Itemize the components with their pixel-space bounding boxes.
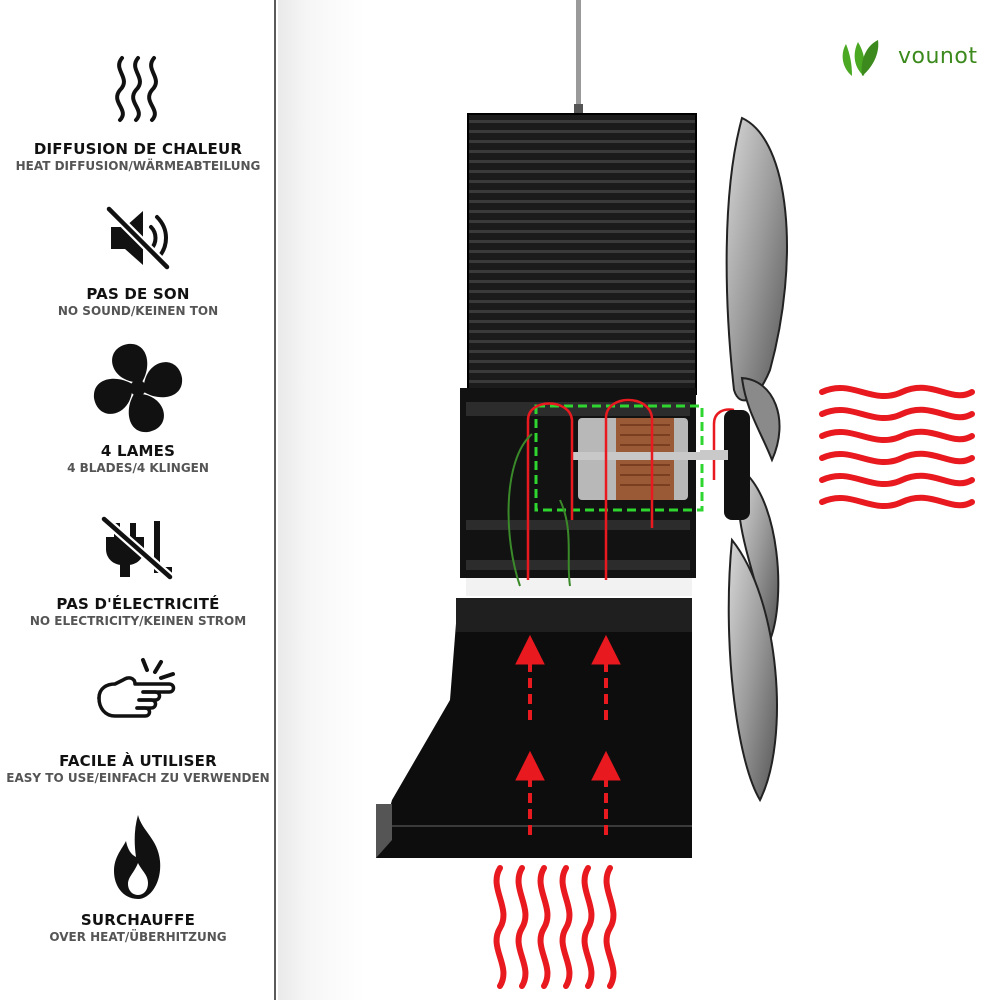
outflow-heat-waves <box>819 384 975 509</box>
flame-icon <box>114 815 161 899</box>
feature-no-electricity: PAS D'ÉLECTRICITÉ NO ELECTRICITY/KEINEN … <box>0 515 276 629</box>
no-plug-icon <box>101 515 173 581</box>
heat-up-arrows <box>515 634 621 835</box>
brand-name: vounot <box>898 44 978 69</box>
feature-title: PAS DE SON <box>86 285 190 303</box>
feature-subtitle: 4 BLADES/4 KLINGEN <box>67 461 209 475</box>
stove-heat-waves <box>493 865 617 989</box>
feature-subtitle: OVER HEAT/ÜBERHITZUNG <box>49 930 227 944</box>
stove-fan-illustration <box>376 0 975 989</box>
fan-blades-icon <box>93 343 183 433</box>
pointing-hand-icon <box>97 658 176 718</box>
feature-four-blades: 4 LAMES 4 BLADES/4 KLINGEN <box>0 340 276 476</box>
heat-sink-top <box>467 113 697 395</box>
feature-subtitle: NO SOUND/KEINEN TON <box>57 304 219 318</box>
internal-heat-flow <box>526 398 735 580</box>
thermometer-rod <box>574 0 583 114</box>
feature-subtitle: EASY TO USE/EINFACH ZU VERWENDEN <box>6 771 270 785</box>
internal-cool-flow <box>507 433 571 587</box>
feature-subtitle: HEAT DIFFUSION/WÄRMEABTEILUNG <box>15 159 261 173</box>
fan-blades <box>700 116 788 803</box>
feature-no-sound: PAS DE SON NO SOUND/KEINEN TON <box>0 203 276 319</box>
feature-over-heat: SURCHAUFFE OVER HEAT/ÜBERHITZUNG <box>0 813 276 945</box>
feature-title: PAS D'ÉLECTRICITÉ <box>56 595 220 613</box>
fan-base <box>376 598 692 858</box>
feature-title: SURCHAUFFE <box>80 911 196 929</box>
heat-waves-icon <box>115 56 158 122</box>
feature-sidebar: DIFFUSION DE CHALEUR HEAT DIFFUSION/WÄRM… <box>0 0 276 1000</box>
muted-speaker-icon <box>105 205 171 271</box>
feature-title: FACILE À UTILISER <box>59 752 217 770</box>
brand-logo-icon <box>842 40 879 76</box>
feature-subtitle: NO ELECTRICITY/KEINEN STROM <box>29 614 247 628</box>
feature-heat-diffusion: DIFFUSION DE CHALEUR HEAT DIFFUSION/WÄRM… <box>0 52 276 174</box>
feature-title: 4 LAMES <box>100 442 176 460</box>
feature-easy-to-use: FACILE À UTILISER EASY TO USE/EINFACH ZU… <box>0 650 276 786</box>
feature-title: DIFFUSION DE CHALEUR <box>33 140 243 158</box>
